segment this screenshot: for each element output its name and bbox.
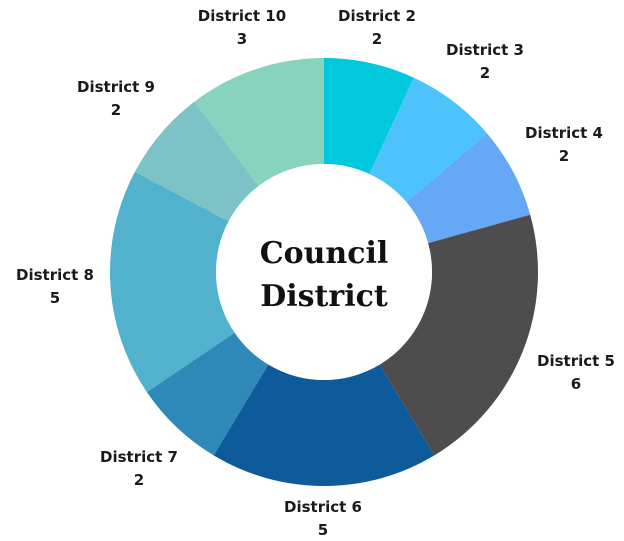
slice-label-name: District 3	[446, 41, 524, 59]
slice-label-value: 2	[480, 64, 490, 82]
slice-district-7	[146, 332, 269, 456]
slice-label-value: 2	[111, 101, 121, 119]
slice-district-8	[110, 171, 235, 393]
donut-slices	[110, 58, 538, 486]
chart-title-line-1: Council	[260, 236, 389, 271]
slice-label-value: 3	[237, 30, 247, 48]
donut-hole	[216, 164, 432, 380]
slice-label-value: 2	[559, 147, 569, 165]
slice-label-value: 2	[134, 471, 144, 489]
slice-label-name: District 10	[198, 7, 286, 25]
slice-label-name: District 7	[100, 448, 178, 466]
chart-title-line-2: District	[260, 279, 388, 314]
slice-district-10	[194, 58, 324, 187]
slice-label-name: District 5	[537, 352, 615, 370]
slice-district-5	[379, 214, 538, 456]
slice-label-value: 2	[372, 30, 382, 48]
slice-label-name: District 6	[284, 498, 362, 516]
slice-label-value: 5	[50, 289, 60, 307]
slice-label-name: District 8	[16, 266, 94, 284]
slice-district-6	[213, 364, 435, 486]
slice-label-name: District 9	[77, 78, 155, 96]
slice-district-3	[369, 77, 488, 203]
slice-label-value: 6	[571, 375, 581, 393]
slice-label-name: District 4	[525, 124, 603, 142]
slice-district-9	[134, 101, 259, 222]
slice-district-2	[324, 58, 414, 174]
slice-district-4	[406, 133, 531, 244]
slice-label-value: 5	[318, 521, 328, 539]
slice-label-name: District 2	[338, 7, 416, 25]
